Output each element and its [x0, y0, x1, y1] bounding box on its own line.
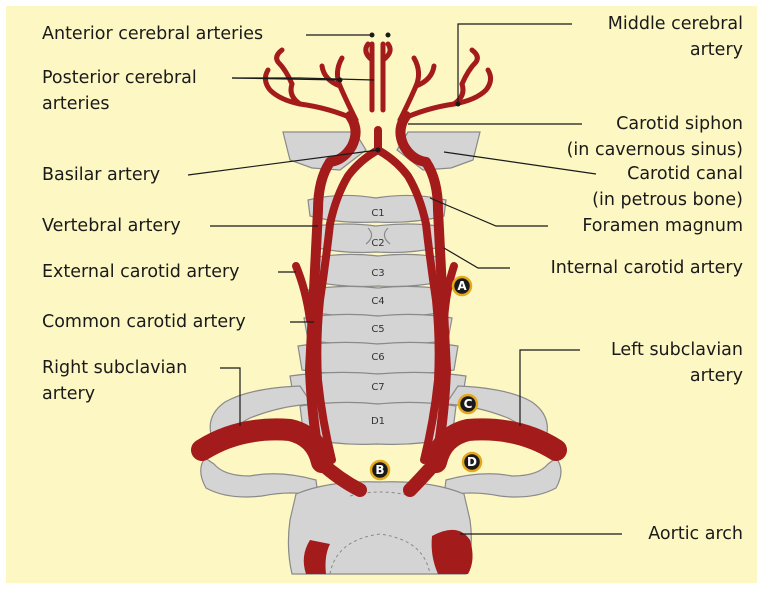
label-carotid-siphon-1: Carotid siphon	[616, 112, 743, 136]
svg-text:B: B	[375, 463, 384, 477]
label-carotid-canal-1: Carotid canal	[627, 162, 743, 186]
vertebra-label: C7	[371, 382, 384, 393]
label-aortic-arch: Aortic arch	[648, 522, 743, 546]
svg-text:D: D	[467, 455, 477, 469]
label-left-subclavian-1: Left subclavian	[611, 338, 743, 362]
marker-d: D	[463, 453, 481, 471]
label-right-subclavian-1: Right subclavian	[42, 356, 187, 380]
label-foramen-magnum: Foramen magnum	[582, 214, 743, 238]
label-common-carotid: Common carotid artery	[42, 310, 246, 334]
svg-text:A: A	[457, 279, 467, 293]
label-basilar: Basilar artery	[42, 163, 160, 187]
vertebra-label: C6	[371, 352, 384, 363]
label-carotid-siphon-2: (in cavernous sinus)	[567, 138, 743, 162]
label-external-carotid: External carotid artery	[42, 260, 240, 284]
marker-b: B	[371, 461, 389, 479]
marker-a: A	[453, 277, 471, 295]
label-anterior-cerebral: Anterior cerebral arteries	[42, 22, 263, 46]
vertebra-label: C2	[371, 238, 384, 249]
label-internal-carotid: Internal carotid artery	[551, 256, 743, 280]
label-right-subclavian-2: artery	[42, 382, 95, 406]
label-middle-cerebral-1: Middle cerebral	[608, 12, 743, 36]
label-posterior-cerebral-2: arteries	[42, 92, 110, 116]
label-vertebral: Vertebral artery	[42, 214, 181, 238]
marker-c: C	[459, 395, 477, 413]
label-carotid-canal-2: (in petrous bone)	[592, 188, 743, 212]
vertebra-label: C5	[371, 324, 384, 335]
label-posterior-cerebral-1: Posterior cerebral	[42, 66, 197, 90]
vertebra-label: C1	[371, 208, 384, 219]
vertebra-label: C4	[371, 296, 384, 307]
label-middle-cerebral-2: artery	[690, 38, 743, 62]
vertebra-label: D1	[371, 416, 385, 427]
svg-text:C: C	[464, 397, 473, 411]
vertebra-label: C3	[371, 268, 384, 279]
label-left-subclavian-2: artery	[690, 364, 743, 388]
